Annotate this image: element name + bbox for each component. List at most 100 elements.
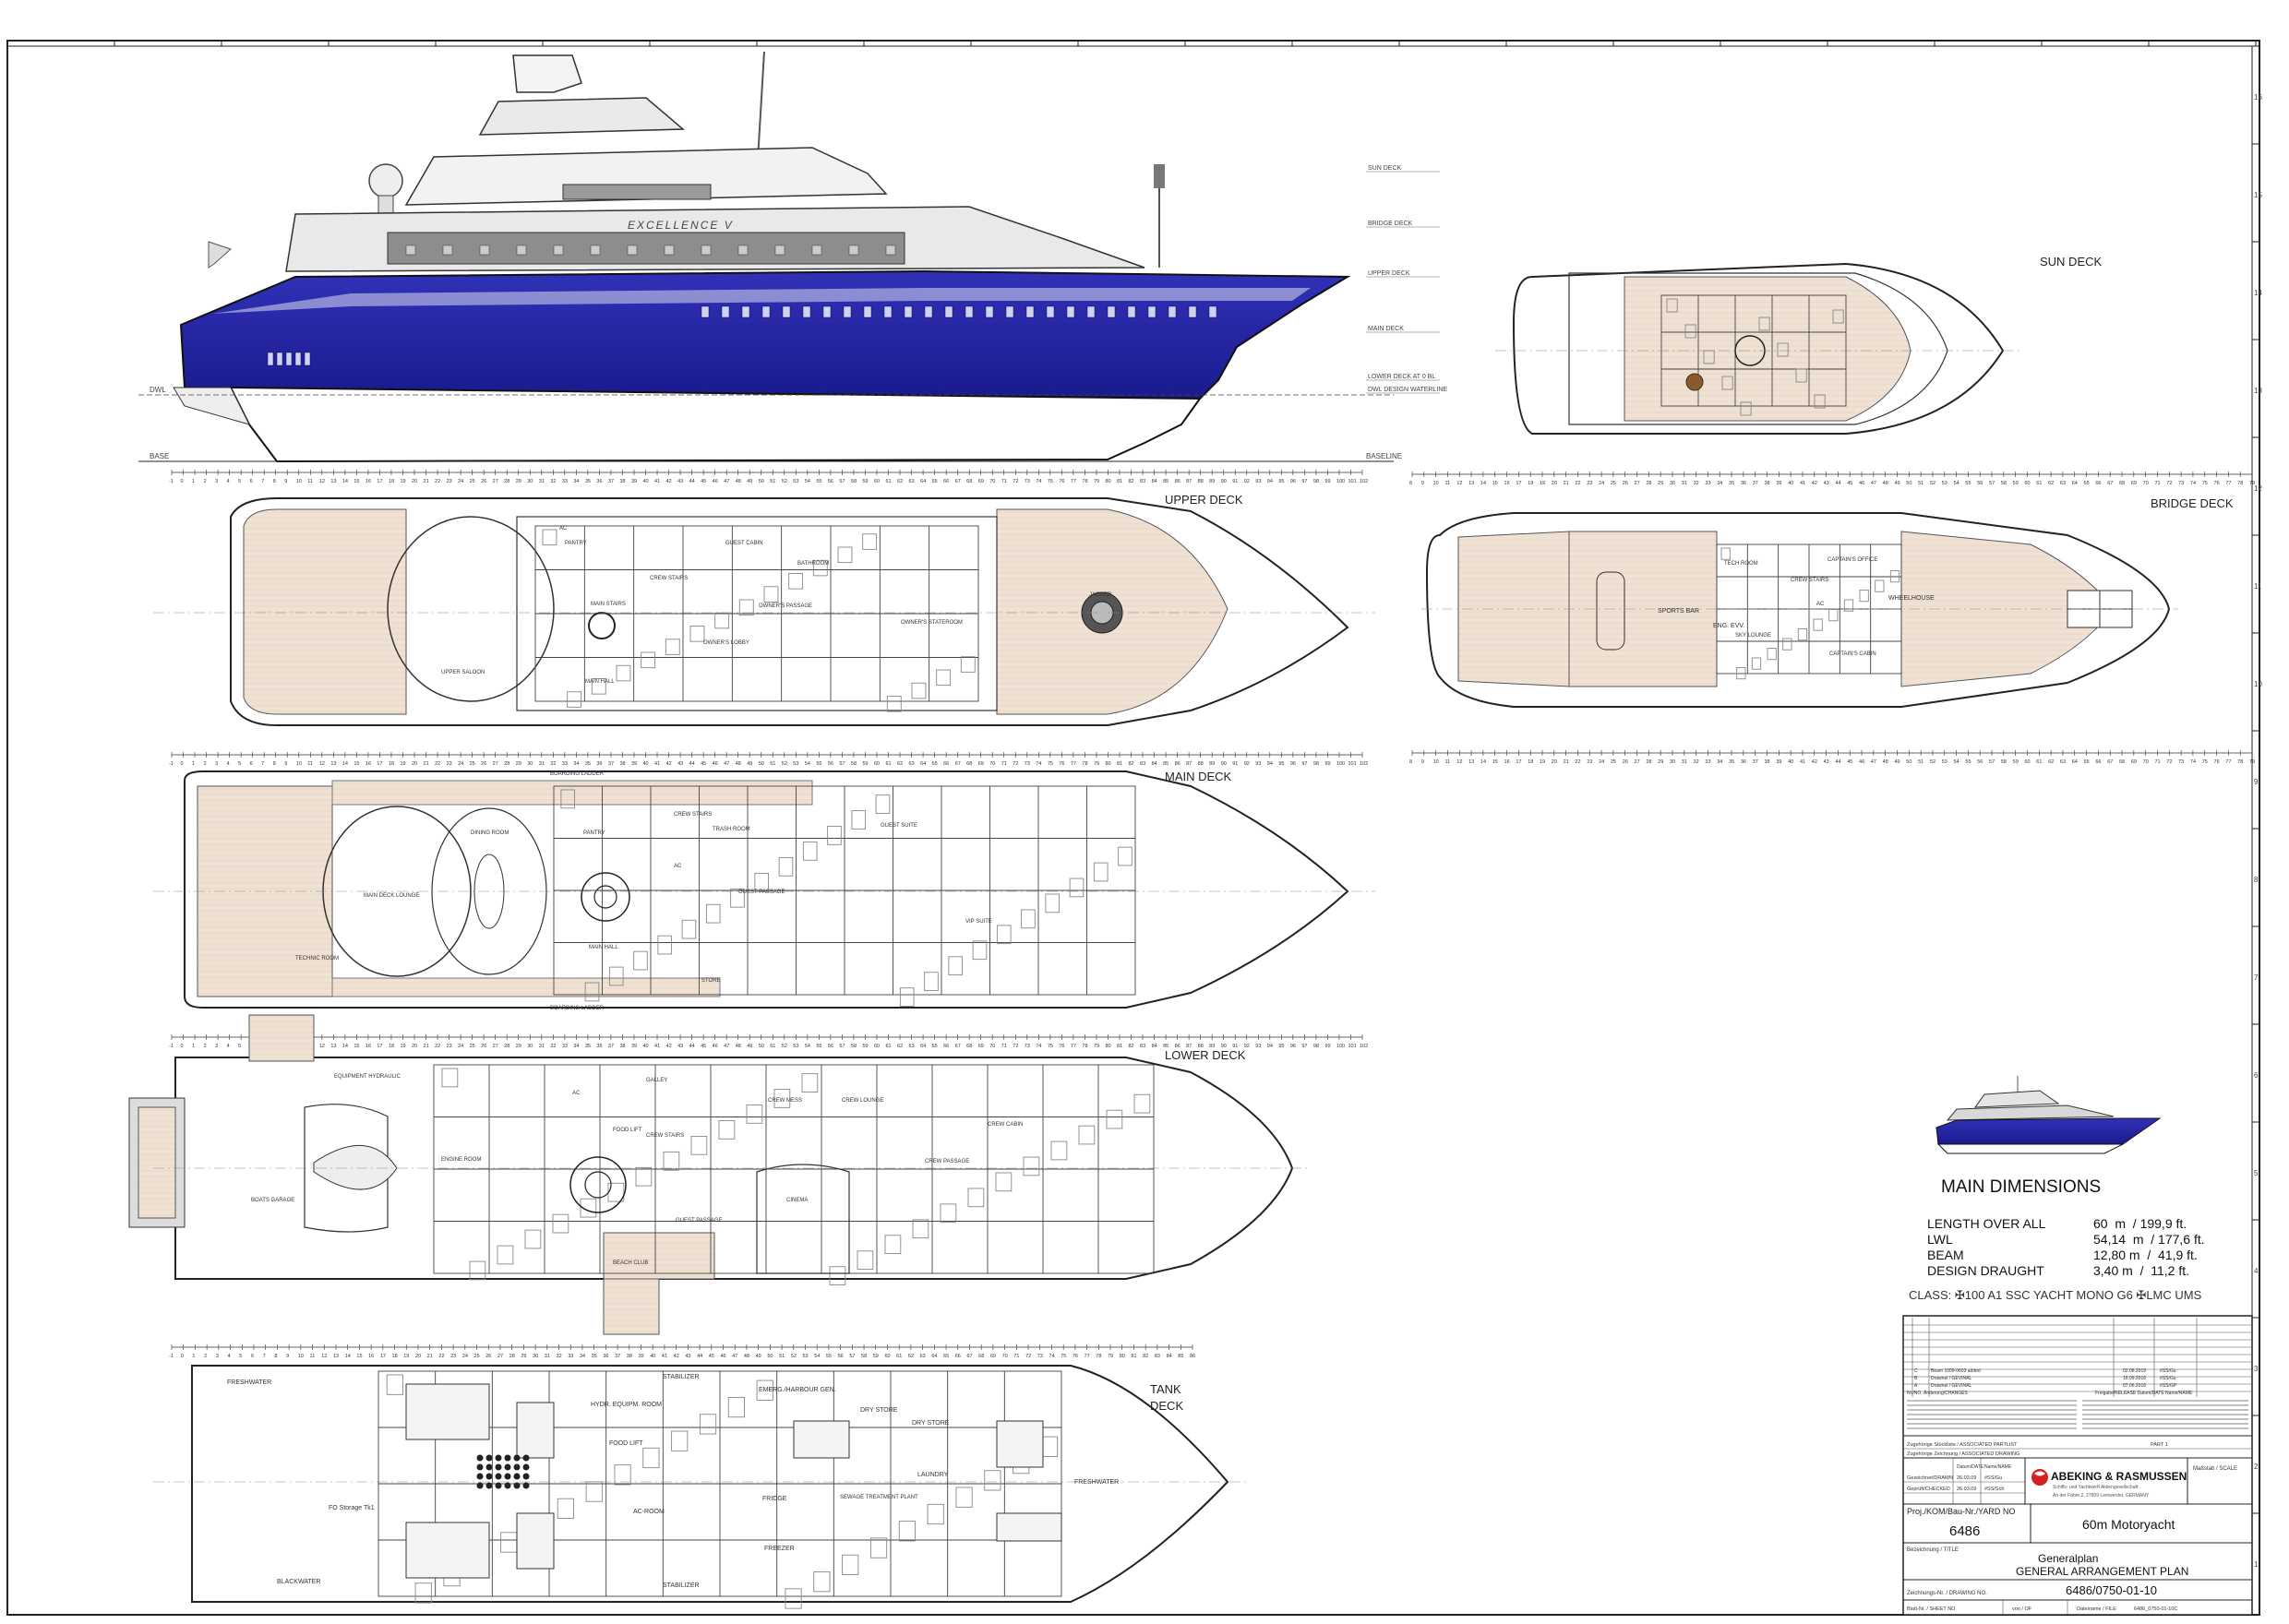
- frame-number: 24: [1599, 481, 1604, 486]
- bridge-deck-plan: BRIDGE DECK SPORTS BAR ENG. EVV. WHEELHO…: [1421, 496, 2234, 708]
- tank-room-fridge: FRIDGE: [762, 1496, 787, 1502]
- frame-number: 95: [1278, 761, 1284, 767]
- yard-label: Proj./KOM/Bau-Nr./YARD NO: [1907, 1507, 2015, 1516]
- frame-number: 52: [782, 761, 787, 767]
- tank-deck-title-line2: DECK: [1150, 1399, 1183, 1413]
- frame-number: 99: [1324, 761, 1330, 767]
- frame-number: 55: [816, 1044, 821, 1049]
- frame-number: 77: [1071, 1044, 1076, 1049]
- border-number: 13: [2254, 387, 2262, 395]
- border-number: 5: [2254, 1169, 2259, 1177]
- frame-number: 94: [1267, 1044, 1273, 1049]
- dim-label-draught: DESIGN DRAUGHT: [1927, 1263, 2044, 1278]
- frame-number: 74: [1049, 1354, 1054, 1359]
- frame-number: 73: [1025, 479, 1030, 484]
- tank-room-hydr-equipm: HYDR. EQUIPM. ROOM: [591, 1402, 662, 1408]
- frame-number: 44: [1835, 759, 1840, 765]
- upper-room-guest-cabin: GUEST CABIN: [725, 541, 763, 546]
- lower-room-food-lift: FOOD LIFT: [613, 1128, 642, 1133]
- frame-number: 35: [1729, 759, 1734, 765]
- frame-number: 29: [1658, 481, 1663, 486]
- frame-number: 67: [2107, 481, 2113, 486]
- frame-number: 25: [1611, 481, 1616, 486]
- top-border-ticks: [6, 41, 2257, 46]
- frame-number: 1: [192, 1354, 195, 1359]
- frame-number: 89: [1209, 479, 1215, 484]
- frame-number: 22: [435, 479, 440, 484]
- frame-number: 97: [1301, 1044, 1307, 1049]
- frame-number: 22: [1575, 481, 1580, 486]
- frame-number: 17: [377, 761, 382, 767]
- frame-number: 27: [1635, 759, 1640, 765]
- frame-number: 33: [562, 479, 568, 484]
- tank-deck-plan: TANK DECK FRESHWATER STABILIZER HYDR. EQ…: [153, 1365, 1246, 1609]
- frame-number: 64: [920, 1044, 926, 1049]
- frame-number: 69: [2131, 759, 2137, 765]
- frame-number: 13: [330, 479, 336, 484]
- frame-number: 32: [557, 1354, 562, 1359]
- frame-number: 71: [2154, 481, 2160, 486]
- rev-row-b-date: 16.09.2016: [2123, 1376, 2146, 1381]
- frame-number: 68: [978, 1354, 984, 1359]
- frame-number: 54: [1954, 759, 1959, 765]
- frame-number: 75: [1048, 761, 1053, 767]
- frame-number: 5: [238, 1044, 241, 1049]
- frame-number: 52: [1930, 481, 1935, 486]
- bridge-room-tech-room: TECH ROOM: [1724, 561, 1758, 567]
- main-room-crew-stairs: CREW STAIRS: [674, 812, 712, 818]
- frame-number: 67: [955, 1044, 961, 1049]
- frame-number: 69: [978, 761, 984, 767]
- frame-number: 58: [861, 1354, 867, 1359]
- frame-number: 57: [1989, 481, 1995, 486]
- frame-number: 82: [1129, 479, 1134, 484]
- frame-number: 72: [2166, 759, 2172, 765]
- frame-number: 34: [580, 1354, 585, 1359]
- sun-deck-plan: SUN DECK: [1495, 255, 2103, 435]
- frame-number: 60: [874, 1044, 880, 1049]
- frame-number: 36: [596, 1044, 602, 1049]
- main-room-dining: DINING ROOM: [471, 830, 509, 836]
- frame-number: 2: [204, 1354, 207, 1359]
- frame-number: 58: [851, 761, 857, 767]
- tank-room-food-lift: FOOD LIFT: [609, 1440, 643, 1447]
- frame-number: 28: [504, 479, 509, 484]
- frame-number: 73: [1025, 761, 1030, 767]
- rev-row-a-text: Drawnel / GEVINAL: [1931, 1383, 1971, 1389]
- main-room-guest-passage: GUEST PASSAGE: [738, 890, 785, 895]
- frame-number: 43: [1824, 759, 1829, 765]
- frame-number: 72: [1013, 1044, 1018, 1049]
- frame-number: 24: [458, 479, 463, 484]
- frame-number: 47: [1871, 759, 1876, 765]
- frame-number: 59: [862, 479, 868, 484]
- frame-number: 84: [1167, 1354, 1172, 1359]
- associated-partlist: Zugehörige Stückliste / ASSOCIATED PARTL…: [1907, 1442, 2018, 1448]
- file-label: Dateiname / FILE: [2077, 1606, 2116, 1612]
- level-label-dwl: DWL DESIGN WATERLINE: [1368, 387, 1447, 393]
- frame-number: 26: [1623, 759, 1628, 765]
- frame-number: 92: [1244, 479, 1250, 484]
- frame-number: 16: [1504, 481, 1510, 486]
- frame-number: 19: [400, 479, 405, 484]
- frame-number: 63: [920, 1354, 926, 1359]
- frame-number: 22: [438, 1354, 444, 1359]
- tank-room-stabilizer-bottom: STABILIZER: [663, 1582, 700, 1589]
- upper-room-saloon: UPPER SALOON: [441, 670, 485, 675]
- frame-number: 38: [619, 1044, 625, 1049]
- frame-number: 66: [943, 1044, 949, 1049]
- frame-number: 18: [1528, 481, 1533, 486]
- rev-row-c-text: Beam 1009-0603 added: [1931, 1368, 1981, 1374]
- bridge-room-sports-bar: SPORTS BAR: [1658, 608, 1699, 615]
- frame-number: 31: [1682, 481, 1687, 486]
- parts-head: PART 1: [2151, 1442, 2168, 1448]
- frame-number: 48: [744, 1354, 749, 1359]
- frame-number: -1: [169, 479, 174, 484]
- frame-number: 46: [713, 761, 718, 767]
- frame-number: 65: [943, 1354, 949, 1359]
- level-label-sun: SUN DECK: [1368, 165, 1402, 172]
- frame-number: 72: [2166, 481, 2172, 486]
- frame-number: 41: [654, 479, 660, 484]
- frame-number: 55: [1965, 759, 1971, 765]
- frame-number: 102: [1360, 761, 1368, 767]
- frame-number: -1: [169, 1354, 174, 1359]
